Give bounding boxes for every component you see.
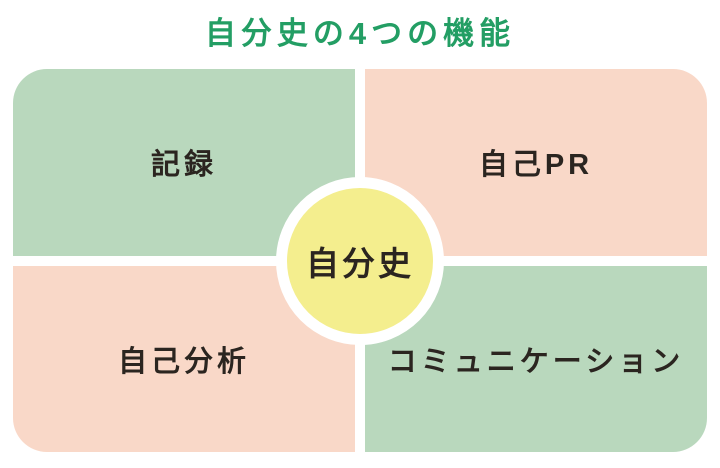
quadrant-record: 記録	[13, 69, 355, 256]
four-quadrant-figure: 記録 自己PR 自己分析 コミュニケーション 自分史	[13, 69, 707, 452]
diagram-title: 自分史の4つの機能	[204, 16, 516, 51]
quadrant-communication-label: コミュニケーション	[387, 345, 685, 378]
center-circle: 自分史	[276, 176, 444, 345]
center-circle-label: 自分史	[306, 244, 414, 282]
quadrant-self-pr-label: 自己PR	[478, 149, 594, 182]
quadrant-self-analysis: 自己分析	[13, 265, 355, 452]
quadrant-record-label: 記録	[150, 149, 217, 182]
quadrant-self-analysis-label: 自己分析	[117, 345, 250, 378]
